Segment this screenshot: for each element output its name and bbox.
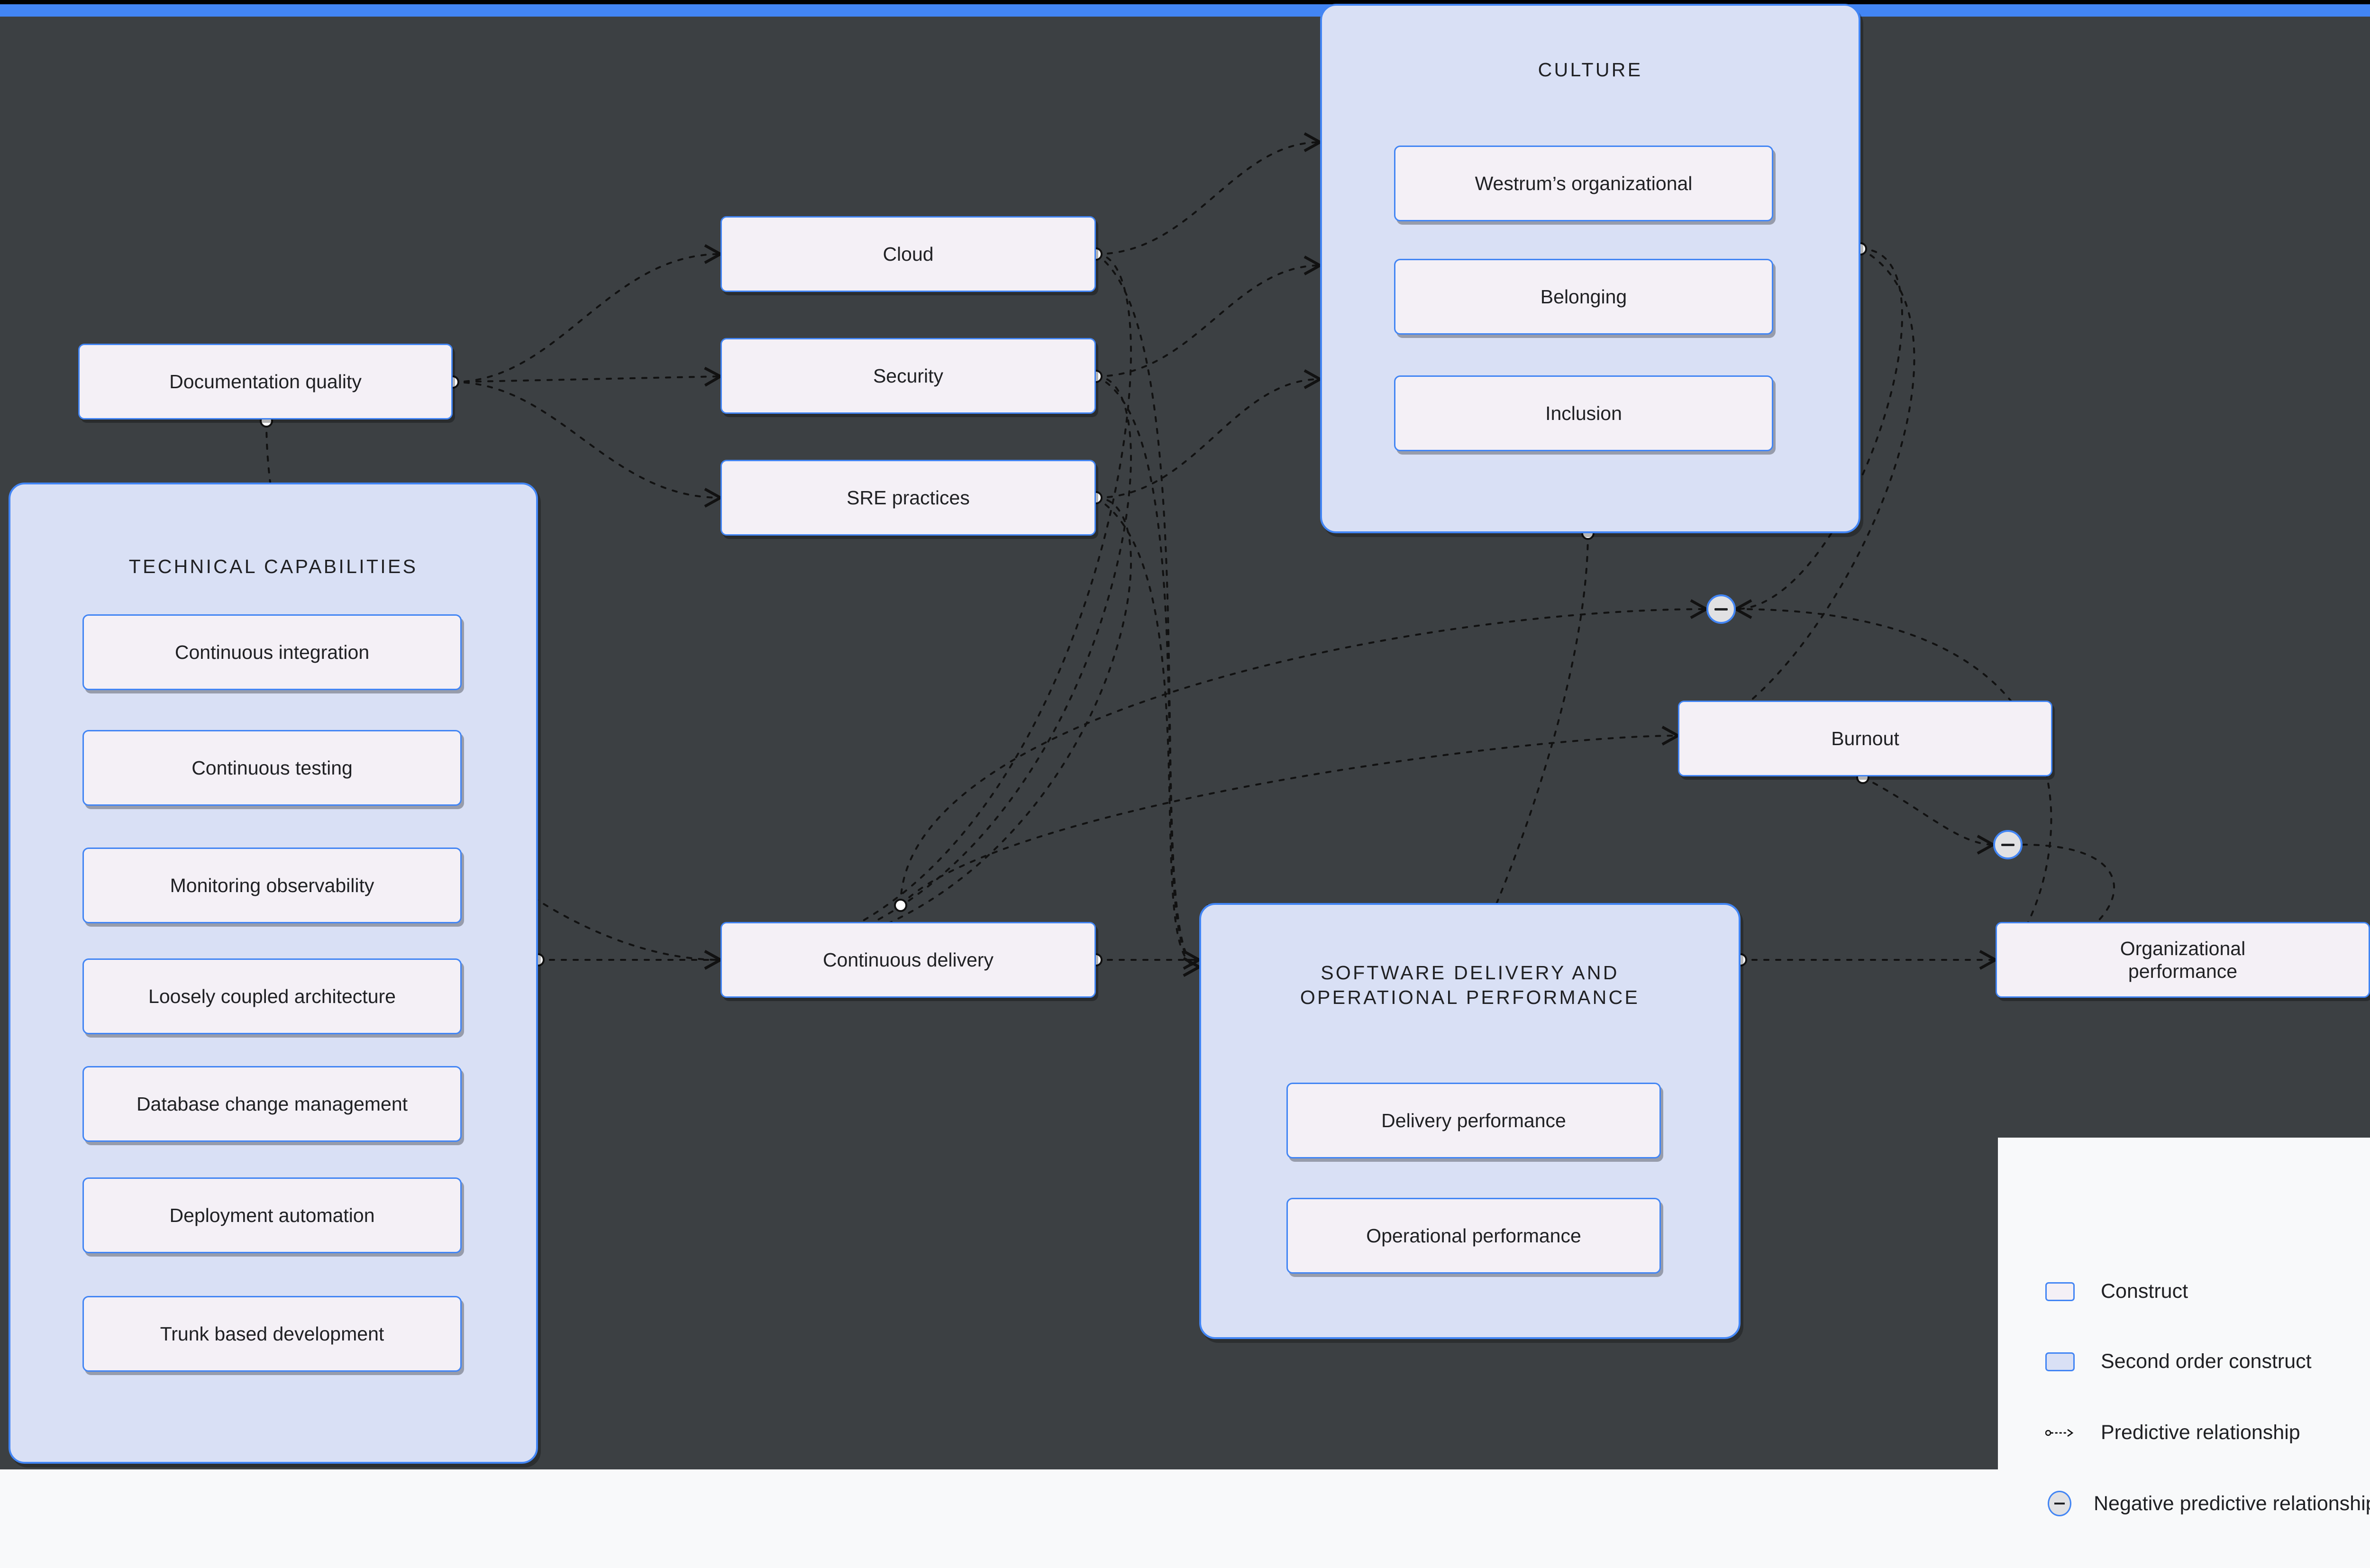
node-continuous-integration[interactable]: Continuous integration [82, 614, 462, 690]
node-cloud[interactable]: Cloud [720, 216, 1096, 292]
negative-circle-icon [2048, 1491, 2071, 1516]
node-security[interactable]: Security [720, 338, 1096, 414]
node-deployment-automation[interactable]: Deployment automation [82, 1177, 462, 1253]
legend-item-second-order-construct-label: Second order construct [2101, 1350, 2312, 1373]
group-software-delivery-title-line1: SOFTWARE DELIVERY AND [1321, 962, 1619, 984]
node-database-change-management[interactable]: Database change management [82, 1066, 462, 1142]
node-westrum-organizational[interactable]: Westrum’s organizational [1394, 146, 1773, 221]
group-technical-capabilities-title: TECHNICAL CAPABILITIES [128, 556, 418, 577]
node-sre-practices[interactable]: SRE practices [720, 460, 1096, 536]
group-software-delivery[interactable]: SOFTWARE DELIVERY AND OPERATIONAL PERFOR… [1199, 903, 1741, 1339]
group-software-delivery-title-line2: OPERATIONAL PERFORMANCE [1300, 986, 1640, 1008]
dotted-arrow-icon [2045, 1423, 2075, 1442]
top-accent-bar [0, 4, 2370, 17]
node-delivery-performance[interactable]: Delivery performance [1286, 1083, 1661, 1158]
legend-item-predictive-relationship: Predictive relationship [2045, 1421, 2300, 1444]
top-black-bar [0, 0, 2370, 4]
group-culture[interactable]: CULTURE Westrum’s organizational Belongi… [1320, 4, 1860, 533]
group-technical-capabilities[interactable]: TECHNICAL CAPABILITIES Continuous integr… [9, 483, 538, 1464]
minus-icon [2001, 843, 2014, 846]
node-continuous-delivery[interactable]: Continuous delivery [720, 922, 1096, 998]
node-organizational-performance[interactable]: Organizational performance [1996, 922, 2370, 998]
construct-swatch-icon [2045, 1282, 2075, 1301]
minus-icon [2054, 1503, 2065, 1504]
node-organizational-performance-line2: performance [2128, 960, 2238, 982]
legend-item-construct-label: Construct [2101, 1280, 2188, 1303]
minus-icon [1714, 608, 1728, 611]
node-loosely-coupled-architecture[interactable]: Loosely coupled architecture [82, 958, 462, 1034]
legend-item-negative-predictive-relationship-label: Negative predictive relationship [2094, 1492, 2370, 1515]
node-inclusion[interactable]: Inclusion [1394, 375, 1773, 451]
negative-relationship-marker-1[interactable] [1706, 594, 1736, 624]
legend-item-construct: Construct [2045, 1280, 2188, 1303]
second-order-construct-swatch-icon [2045, 1352, 2075, 1371]
group-culture-title: CULTURE [1538, 59, 1643, 81]
node-documentation-quality[interactable]: Documentation quality [78, 344, 453, 419]
legend-item-predictive-relationship-label: Predictive relationship [2101, 1421, 2300, 1444]
node-organizational-performance-line1: Organizational [2120, 937, 2246, 959]
node-monitoring-observability[interactable]: Monitoring observability [82, 848, 462, 923]
legend-panel: Construct Second order construct Predict… [1998, 1138, 2370, 1568]
node-continuous-testing[interactable]: Continuous testing [82, 730, 462, 806]
legend-item-negative-predictive-relationship: Negative predictive relationship [2048, 1491, 2370, 1516]
legend-item-second-order-construct: Second order construct [2045, 1350, 2312, 1373]
node-trunk-based-development[interactable]: Trunk based development [82, 1296, 462, 1372]
node-belonging[interactable]: Belonging [1394, 259, 1773, 335]
node-burnout[interactable]: Burnout [1678, 701, 2052, 776]
negative-relationship-marker-2[interactable] [1993, 830, 2023, 859]
node-operational-performance[interactable]: Operational performance [1286, 1198, 1661, 1274]
